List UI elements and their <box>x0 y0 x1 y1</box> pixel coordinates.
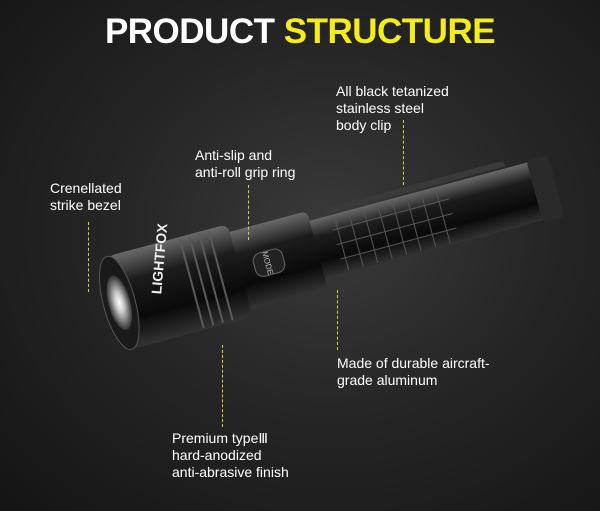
label-line: hard-anodized <box>172 447 262 463</box>
label-line: Crenellated <box>50 180 122 196</box>
leader-line-aluminum <box>337 290 338 350</box>
body-clip <box>321 161 506 214</box>
label-line: Made of durable aircraft- <box>337 355 490 371</box>
mode-button <box>252 248 286 277</box>
lens <box>106 275 133 331</box>
label-line: anti-roll grip ring <box>195 164 296 180</box>
label-line: Premium typeⅢ <box>172 430 269 446</box>
label-aluminum: Made of durable aircraft-grade aluminum <box>337 355 490 389</box>
label-line: stainless steel <box>336 100 424 116</box>
page-title: PRODUCT STRUCTURE <box>0 12 600 52</box>
leader-line-bezel <box>88 222 89 292</box>
leader-line-clip <box>403 120 404 185</box>
label-line: body clip <box>336 117 392 133</box>
label-line: strike bezel <box>50 197 121 213</box>
label-line: All black tetanized <box>336 83 449 99</box>
label-line: Anti-slip and <box>195 147 273 163</box>
label-line: grade aluminum <box>337 372 438 388</box>
title-white: PRODUCT <box>104 12 275 51</box>
leader-line-finish <box>222 345 223 427</box>
svg-text:LIGHTFOX: LIGHTFOX <box>148 222 170 295</box>
leader-line-grip <box>248 185 249 240</box>
title-highlight: STRUCTURE <box>283 12 496 51</box>
label-line: anti-abrasive finish <box>172 464 289 480</box>
